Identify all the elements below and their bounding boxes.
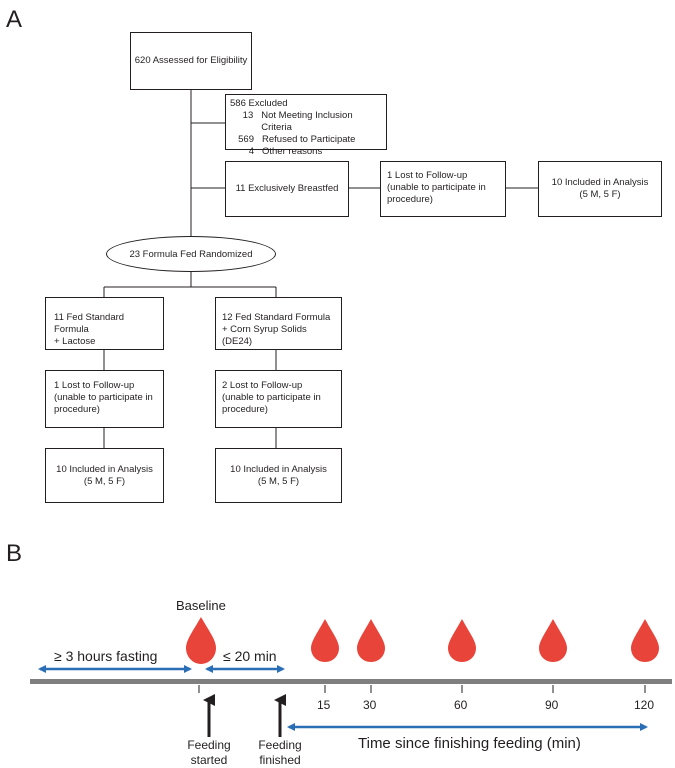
arm-text-line: 12 Fed Standard Formula [222, 312, 331, 323]
excluded-row: 4 Other reasons [230, 146, 382, 158]
fasting-label: ≥ 3 hours fasting [54, 648, 158, 664]
flowchart-connectors [103, 90, 538, 448]
included-text-line: (5 M, 5 F) [579, 189, 621, 200]
tick-label: 90 [545, 698, 559, 712]
lost-text-line: 1 Lost to Follow-up [54, 380, 135, 391]
label-line: Feeding [258, 738, 302, 752]
excluded-box: 586 Excluded 13 Not Meeting Inclusion Cr… [225, 94, 387, 157]
blood-drop-icon [631, 619, 659, 662]
assessed-box: 620 Assessed for Eligibility [130, 32, 252, 90]
arm-text-line: + Corn Syrup Solids (DE24) [222, 324, 307, 347]
breastfed-text: 11 Exclusively Breastfed [235, 183, 339, 194]
excluded-reason: Refused to Participate [262, 134, 356, 145]
blood-drop-icon [186, 617, 216, 664]
tick-label: 30 [363, 698, 377, 712]
panel-b-label: B [6, 540, 23, 567]
excluded-count: 13 [242, 110, 254, 121]
breastfed-included-box: 10 Included in Analysis (5 M, 5 F) [538, 161, 662, 217]
lost-text-line: procedure) [222, 404, 268, 415]
lactose-included-box: 10 Included in Analysis (5 M, 5 F) [45, 448, 164, 503]
corn-included-box: 10 Included in Analysis (5 M, 5 F) [215, 448, 342, 503]
lost-text-line: 2 Lost to Follow-up [222, 380, 303, 391]
blood-drop-icon [539, 619, 567, 662]
feeding-started-label: Feeding started [184, 738, 234, 768]
excluded-count: 4 [248, 146, 254, 157]
blood-drop-icon [311, 619, 339, 662]
lost-text-line: (unable to participate in [387, 182, 486, 193]
lost-text-line: (unable to participate in [222, 392, 321, 403]
arm-text-line: + Lactose [54, 336, 96, 347]
included-text-line: 10 Included in Analysis [230, 463, 327, 475]
corn-syrup-box: 12 Fed Standard Formula + Corn Syrup Sol… [215, 297, 342, 350]
panel-a-label: A [6, 6, 23, 33]
lost-text-line: procedure) [387, 194, 433, 205]
included-text-line: 10 Included in Analysis [56, 463, 153, 475]
included-text-line: (5 M, 5 F) [257, 475, 300, 487]
corn-lost-box: 2 Lost to Follow-up (unable to participa… [215, 370, 342, 428]
excluded-count: 569 [238, 134, 254, 145]
arm-text-line: 11 Fed Standard Formula [54, 312, 125, 335]
tick-label: 60 [454, 698, 468, 712]
time-since-label: Time since finishing feeding (min) [358, 735, 581, 752]
lost-text-line: (unable to participate in [54, 392, 153, 403]
timeline-axis [30, 679, 672, 684]
tick-label: 120 [634, 698, 655, 712]
excluded-title: 586 Excluded [230, 98, 288, 109]
excluded-reason: Other reasons [262, 146, 323, 157]
label-line: finished [259, 753, 301, 767]
excluded-row: 13 Not Meeting Inclusion Criteria [230, 110, 382, 134]
baseline-label: Baseline [176, 598, 226, 613]
blood-drop-icon [357, 619, 385, 662]
label-line: Feeding [187, 738, 231, 752]
feeding-window-label: ≤ 20 min [223, 648, 277, 664]
tick-label: 15 [317, 698, 331, 712]
randomized-text: 23 Formula Fed Randomized [129, 248, 253, 260]
breastfed-lost-box: 1 Lost to Follow-up (unable to participa… [380, 161, 506, 217]
excluded-reason: Not Meeting Inclusion Criteria [261, 110, 353, 133]
lost-text-line: 1 Lost to Follow-up [387, 170, 468, 181]
label-line: started [190, 753, 228, 767]
excluded-row: 569 Refused to Participate [230, 134, 382, 146]
lactose-lost-box: 1 Lost to Follow-up (unable to participa… [45, 370, 164, 428]
assessed-text: 620 Assessed for Eligibility [134, 55, 248, 66]
randomized-oval: 23 Formula Fed Randomized [106, 236, 276, 272]
feeding-finished-label: Feeding finished [254, 738, 306, 768]
included-text-line: 10 Included in Analysis [551, 177, 649, 188]
blood-drop-icon [448, 619, 476, 662]
lost-text-line: procedure) [54, 404, 100, 415]
breastfed-box: 11 Exclusively Breastfed [225, 161, 349, 217]
lactose-box: 11 Fed Standard Formula + Lactose [45, 297, 164, 350]
included-text-line: (5 M, 5 F) [83, 475, 126, 487]
